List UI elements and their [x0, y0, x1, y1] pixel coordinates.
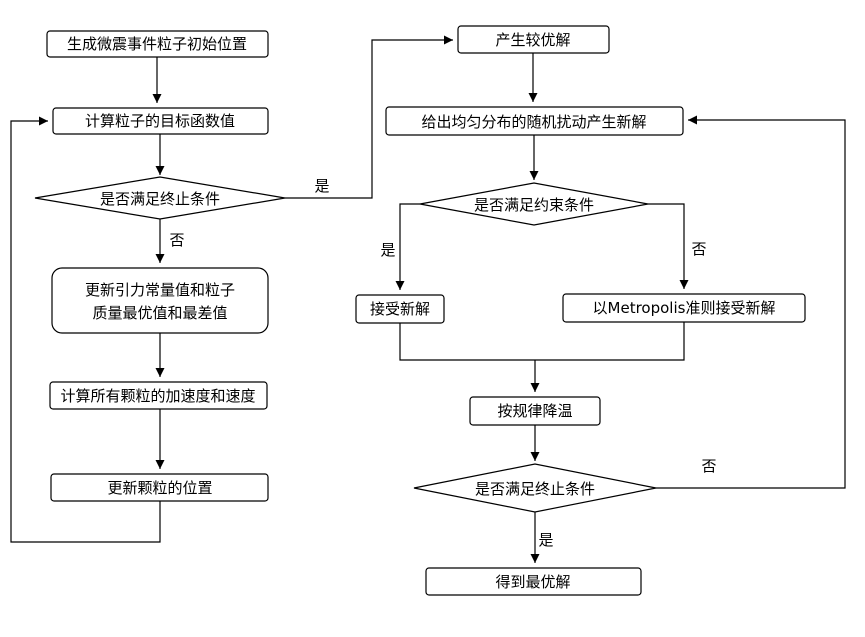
edge-check-yes-to-better — [285, 35, 453, 199]
edge-merge — [399, 322, 685, 361]
node-compute-accel: 计算所有颗粒的加速度和速度 — [49, 381, 268, 410]
node-compute-accel-label: 计算所有颗粒的加速度和速度 — [60, 387, 255, 405]
node-metropolis-accept-label: 以Metropolis准则接受新解 — [593, 299, 776, 317]
node-termination-check-right: 是否满足终止条件 — [413, 463, 657, 513]
node-init-positions: 生成微震事件粒子初始位置 — [46, 30, 269, 58]
node-update-constants-line1: 更新引力常量值和粒子 — [85, 281, 235, 299]
node-cool-down: 按规律降温 — [469, 396, 601, 426]
edge-label-no-constraint: 否 — [691, 240, 706, 258]
node-better-solution-label: 产生较优解 — [495, 31, 570, 49]
edge-label-no-right: 否 — [701, 457, 716, 475]
edge-constraint-no-to-metropolis — [648, 203, 689, 289]
edge-positions-loop-back — [10, 116, 161, 543]
node-init-positions-label: 生成微震事件粒子初始位置 — [67, 35, 247, 53]
node-termination-check-left-label: 是否满足终止条件 — [100, 190, 220, 208]
node-perturbation: 给出均匀分布的随机扰动产生新解 — [385, 106, 684, 136]
node-update-positions: 更新颗粒的位置 — [50, 473, 269, 502]
node-update-constants: 更新引力常量值和粒子 质量最优值和最差值 — [51, 267, 269, 334]
node-metropolis-accept: 以Metropolis准则接受新解 — [562, 293, 806, 323]
node-accept-new: 接受新解 — [355, 294, 445, 324]
node-compute-objective-label: 计算粒子的目标函数值 — [85, 112, 235, 130]
edge-label-yes-constraint: 是 — [380, 241, 395, 259]
node-better-solution: 产生较优解 — [457, 25, 610, 54]
node-constraint-check-label: 是否满足约束条件 — [474, 196, 594, 214]
node-update-positions-label: 更新颗粒的位置 — [107, 479, 212, 497]
edge-label-no-left: 否 — [169, 231, 184, 249]
node-perturbation-label: 给出均匀分布的随机扰动产生新解 — [421, 113, 646, 131]
node-termination-check-left: 是否满足终止条件 — [34, 176, 286, 220]
node-termination-check-right-label: 是否满足终止条件 — [475, 480, 595, 498]
edge-termination-no-loop — [656, 115, 846, 489]
node-optimal-solution-label: 得到最优解 — [495, 573, 570, 591]
edge-label-yes-left: 是 — [314, 177, 329, 195]
node-update-constants-line2: 质量最优值和最差值 — [92, 304, 227, 322]
node-constraint-check: 是否满足约束条件 — [419, 182, 649, 226]
node-compute-objective: 计算粒子的目标函数值 — [52, 107, 269, 135]
node-cool-down-label: 按规律降温 — [497, 402, 572, 420]
node-optimal-solution: 得到最优解 — [425, 567, 642, 596]
edge-label-yes-right: 是 — [538, 531, 553, 549]
edge-constraint-yes-to-accept — [395, 203, 420, 290]
node-accept-new-label: 接受新解 — [370, 300, 430, 318]
